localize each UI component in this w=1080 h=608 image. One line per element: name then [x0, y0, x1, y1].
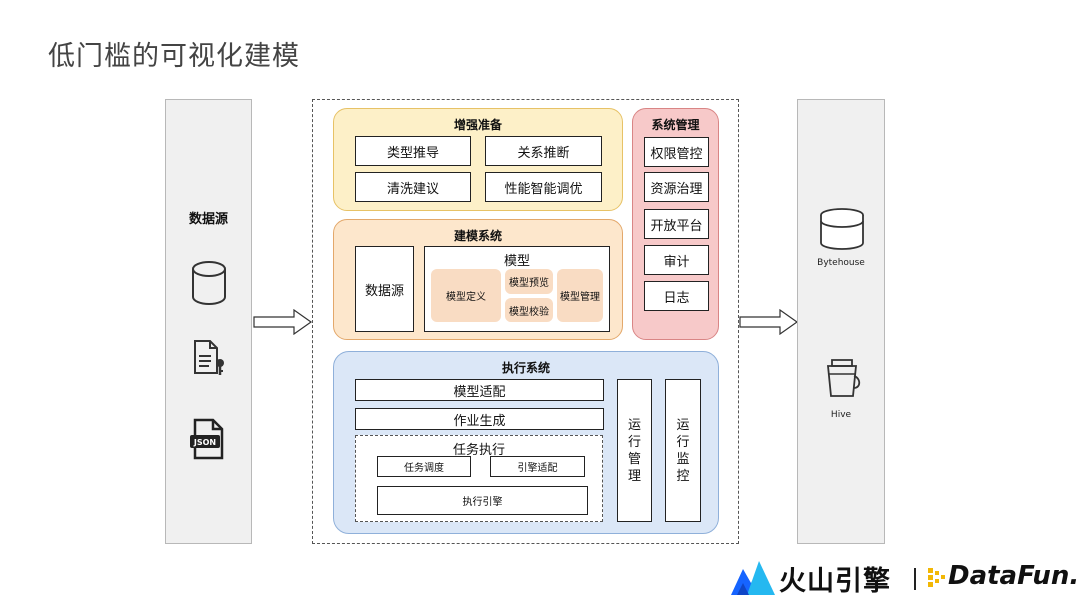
- log-box: 日志: [644, 281, 709, 311]
- sysmgmt-title: 系统管理: [651, 118, 700, 132]
- type-inference-box: 类型推导: [355, 136, 471, 166]
- footer-divider: [914, 568, 916, 590]
- model-preview-box: 模型预览: [505, 269, 553, 294]
- json-file-icon: JSON: [190, 418, 224, 460]
- model-box: 模型 模型定义 模型预览 模型校验 模型管理: [424, 246, 610, 332]
- volcano-engine-logo-icon: [731, 561, 775, 595]
- task-schedule-box: 任务调度: [377, 456, 471, 477]
- relation-inference-box: 关系推断: [485, 136, 602, 166]
- document-key-icon: [194, 340, 224, 375]
- bytehouse-label: Bytehouse: [817, 258, 865, 268]
- execution-engine-box: 执行引擎: [377, 486, 588, 515]
- execution-title: 执行系统: [501, 361, 550, 375]
- arrow-right-icon: [739, 309, 799, 335]
- cleaning-suggestion-box: 清洗建议: [355, 172, 471, 202]
- performance-tuning-box: 性能智能调优: [485, 172, 602, 202]
- engine-adapt-box: 引擎适配: [490, 456, 585, 477]
- platform-container: [312, 99, 739, 544]
- enhance-group: 增强准备 类型推导 关系推断 清洗建议 性能智能调优: [333, 108, 623, 211]
- audit-box: 审计: [644, 245, 709, 275]
- target-panel: Bytehouse Hive: [797, 99, 885, 544]
- modeling-datasource-box: 数据源: [355, 246, 414, 332]
- run-management-box: 运行管理: [617, 379, 652, 522]
- page-title: 低门槛的可视化建模: [48, 41, 300, 72]
- run-monitor-box: 运行监控: [665, 379, 701, 522]
- task-execution-box: 任务执行 任务调度 引擎适配 执行引擎: [355, 435, 603, 522]
- task-execution-title: 任务执行: [452, 443, 505, 458]
- partner-name: DataFun.: [948, 561, 1080, 591]
- model-title: 模型: [503, 254, 530, 269]
- hive-label: Hive: [830, 410, 852, 420]
- model-manage-box: 模型管理: [557, 269, 603, 322]
- permission-control-box: 权限管控: [644, 137, 709, 167]
- model-define-box: 模型定义: [431, 269, 501, 322]
- brand-name: 火山引擎: [779, 566, 891, 597]
- hive-bucket-icon: [827, 359, 861, 397]
- resource-governance-box: 资源治理: [644, 172, 709, 202]
- enhance-title: 增强准备: [453, 118, 502, 132]
- job-generate-box: 作业生成: [355, 408, 604, 430]
- model-check-box: 模型校验: [505, 298, 553, 322]
- modeling-title: 建模系统: [453, 229, 502, 243]
- model-adapt-box: 模型适配: [355, 379, 604, 401]
- datasource-panel: 数据源 JSON: [165, 99, 252, 544]
- bytehouse-database-icon: [820, 208, 864, 250]
- arrow-right-icon: [253, 309, 313, 335]
- database-icon: [192, 261, 226, 305]
- open-platform-box: 开放平台: [644, 209, 709, 239]
- modeling-group: 建模系统 数据源 模型 模型定义 模型预览 模型校验 模型管理: [333, 219, 623, 340]
- system-management-group: 系统管理 权限管控 资源治理 开放平台 审计 日志: [632, 108, 719, 340]
- execution-group: 执行系统 模型适配 作业生成 任务执行 任务调度 引擎适配 执行引擎 运行管理 …: [333, 351, 719, 534]
- svg-text:JSON: JSON: [193, 438, 216, 447]
- datasource-label: 数据源: [188, 212, 228, 227]
- datafun-logo-icon: [928, 568, 945, 587]
